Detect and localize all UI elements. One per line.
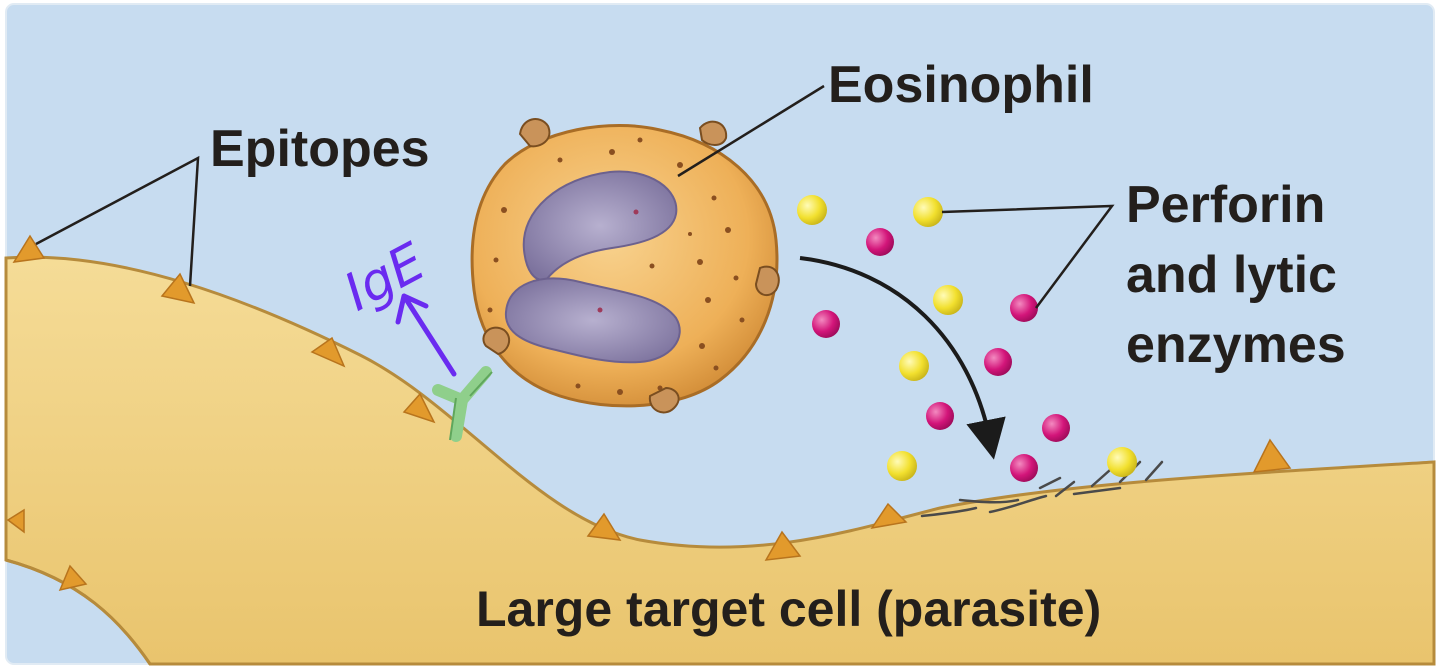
epitope [870, 502, 908, 530]
epitope-group [6, 234, 1292, 592]
magenta-lytic-granules [812, 228, 1070, 482]
perforin-label-line2: and lytic [1126, 246, 1337, 304]
epitope [12, 234, 46, 263]
target-cell-body [4, 255, 1436, 666]
perforin-granule [913, 197, 943, 227]
epitopes-label: Epitopes [210, 120, 430, 178]
eosinophil-nucleus-lower [504, 277, 681, 364]
perforin-granule [1107, 447, 1137, 477]
lytic-granule [926, 402, 954, 430]
epitope [764, 530, 802, 561]
epitope [1252, 438, 1292, 473]
yellow-perforin-granules [797, 195, 1137, 481]
lytic-granule [1010, 294, 1038, 322]
ige-arrow-icon [395, 293, 457, 377]
perforin-label-line1: Perforin [1126, 176, 1325, 234]
release-arrow [799, 256, 1006, 460]
lytic-granule [984, 348, 1012, 376]
epitopes-leader [35, 155, 200, 287]
lytic-granule [1042, 414, 1070, 442]
perforin-granule [899, 351, 929, 381]
membrane-damage [920, 460, 1164, 518]
ige-antibody [432, 366, 492, 442]
eosinophil-label: Eosinophil [828, 56, 1094, 114]
perforin-granule [797, 195, 827, 225]
lytic-granule [866, 228, 894, 256]
target-cell-label: Large target cell (parasite) [476, 581, 1101, 637]
perforin-label-line3: enzymes [1126, 316, 1346, 374]
perforin-granule [933, 285, 963, 315]
epitope [58, 564, 88, 592]
eosinophil-leader [677, 84, 825, 178]
perforin-granule [887, 451, 917, 481]
epitope [160, 272, 196, 305]
leader-lines [35, 84, 1115, 309]
lytic-granule [812, 310, 840, 338]
lytic-granule [1010, 454, 1038, 482]
epitope [6, 508, 25, 534]
epitope [402, 392, 436, 424]
eosinophil-cell [470, 118, 780, 414]
perforin-leader [941, 204, 1115, 309]
epitope [586, 512, 622, 541]
target-cell-inner-fold [5, 558, 152, 665]
epitope [310, 336, 346, 368]
